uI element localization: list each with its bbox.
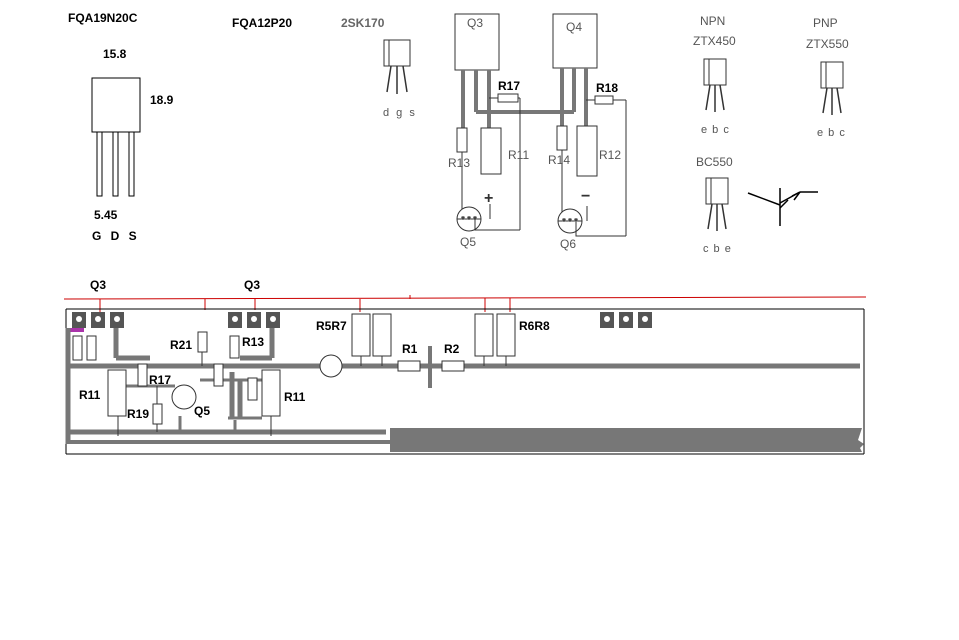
npn-name: ZTX450 [693, 34, 736, 48]
fqa19-height-label: 18.9 [150, 93, 174, 107]
fqa19-lead-s [128, 131, 135, 197]
r21-label: R21 [170, 338, 192, 352]
r5r7-label: R5R7 [316, 319, 347, 333]
fqa12-name: FQA12P20 [232, 16, 292, 30]
jfet-body [383, 39, 411, 67]
r13-board-label: R13 [242, 335, 264, 349]
r1-label: R1 [402, 342, 418, 356]
q3-mid-label: Q3 [244, 278, 260, 292]
r18-label: R18 [596, 81, 618, 95]
npn-type: NPN [700, 14, 725, 28]
pcb-components [72, 313, 516, 425]
npn-package: NPN ZTX450 e b c [693, 14, 736, 136]
r13-label: R13 [448, 156, 470, 170]
fqa19-lead-d [112, 131, 119, 197]
pcb-labels: Q3 Q3 R21 R13 R17 R11 R11 R19 Q5 R5R7 R1… [79, 278, 550, 421]
bc550-pins: c b e [703, 243, 732, 255]
q5-board-label: Q5 [194, 404, 210, 418]
q5-transistor [171, 384, 197, 410]
r11-left-label: R11 [79, 388, 101, 402]
marker [70, 328, 84, 332]
jfet-name: 2SK170 [341, 16, 385, 30]
pnp-package: PNP ZTX550 e b c [806, 16, 849, 139]
q3-label: Q3 [467, 16, 483, 30]
fqa19-name: FQA19N20C [68, 11, 138, 25]
pnp-type: PNP [813, 16, 838, 30]
r11-label: R11 [508, 148, 529, 162]
plus-sign: + [484, 190, 493, 207]
fqa19-pins: G D S [92, 229, 140, 243]
r2-label: R2 [444, 342, 460, 356]
fqa19-width-label: 15.8 [103, 47, 127, 61]
fqa19-lead-g [96, 131, 103, 197]
q3-left-label: Q3 [90, 278, 106, 292]
pnp-name: ZTX550 [806, 37, 849, 51]
r11-right-label: R11 [284, 390, 306, 404]
pnp-pins: e b c [817, 127, 846, 139]
npn-pins: e b c [701, 124, 730, 136]
transistor-symbol-icon [747, 188, 818, 226]
bc550-package: BC550 c b e [696, 155, 733, 255]
fqa19-body [91, 77, 141, 133]
minus-sign: − [581, 188, 590, 205]
jfet-package: 2SK170 d g s [341, 16, 417, 119]
jfet-footprint [319, 354, 343, 378]
ground-plane [68, 428, 864, 452]
fqa19-pitch-label: 5.45 [94, 208, 118, 222]
r6r8-label: R6R8 [519, 319, 550, 333]
q4-label: Q4 [566, 20, 582, 34]
q6-label: Q6 [560, 237, 576, 251]
r17-board-label: R17 [149, 373, 171, 387]
r17-label: R17 [498, 79, 520, 93]
fqa19-package: FQA19N20C 15.8 18.9 5.45 G D S [68, 11, 174, 243]
top-circuit-labels: Q3 Q4 R17 R18 R13 R11 R14 R12 + − Q5 Q6 [448, 16, 621, 251]
supply-rail [63, 296, 867, 300]
pcb-board [63, 295, 867, 455]
top-circuit [454, 13, 627, 237]
r19-label: R19 [127, 407, 149, 421]
q5-label: Q5 [460, 235, 476, 249]
r12-label: R12 [599, 148, 621, 162]
bc550-name: BC550 [696, 155, 733, 169]
r14-label: R14 [548, 153, 570, 167]
jfet-pins: d g s [383, 107, 417, 119]
